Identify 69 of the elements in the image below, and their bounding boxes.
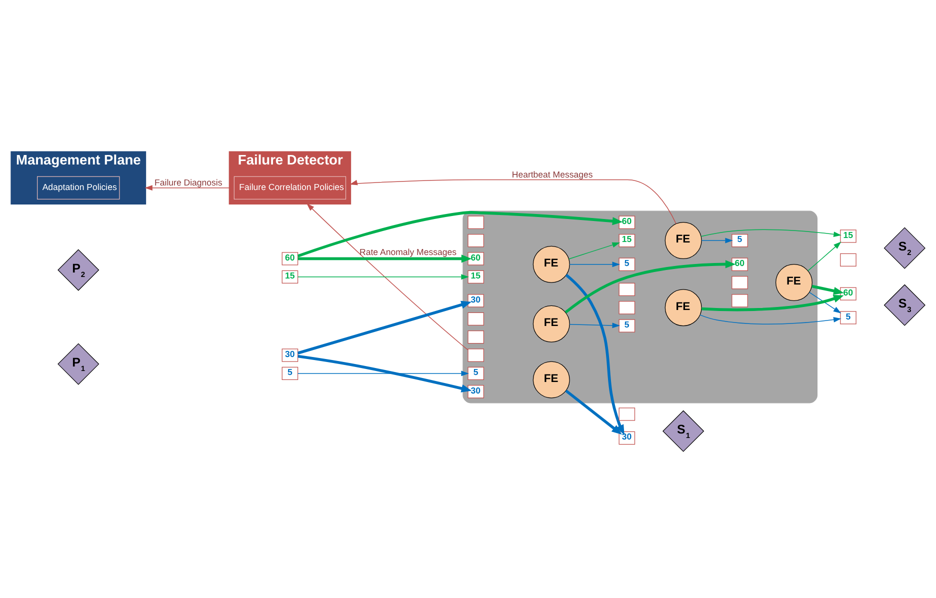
arrow [297,210,623,258]
node-box [468,348,484,362]
arrow [569,322,620,328]
node-box: 5 [618,258,636,271]
node-circle: FE [532,305,570,342]
arrow [350,179,676,224]
node-box [618,301,636,314]
node-box: Adaptation Policies [37,176,120,200]
edge-label: Heartbeat Messages [512,169,593,180]
node-diamond: P$_{1}$ [58,343,100,385]
cluster [462,210,818,404]
node-box: 60 [840,287,856,300]
arrow [306,203,468,350]
node-box: 60 [282,252,298,266]
node-diamond: P$_{2}$ [58,249,100,291]
node-box: 5 [840,311,856,324]
arrow [144,185,230,191]
node-box: 60 [732,258,748,271]
arrow [700,229,842,237]
node-box [468,234,484,248]
edge-label: Failure Diagnosis [154,178,222,188]
node-box: 15 [840,230,856,243]
node-box: 15 [468,270,484,284]
arrow [298,354,472,392]
node-circle: FE [532,361,570,398]
node-box: 5 [468,366,484,380]
arrow [701,238,733,244]
arrow [812,284,844,295]
node-box: 5 [618,319,636,332]
arrow [702,294,844,312]
arrow [565,274,624,436]
arrow [569,262,620,268]
arrow [297,370,469,376]
node-circle: FE [664,222,702,260]
node-circle: FE [532,246,570,283]
node-box [732,276,748,290]
node-box: 60 [468,252,484,266]
arrow [297,300,472,354]
arrow [565,390,622,435]
node-box: Failure Correlation Policies [234,176,346,200]
node-box: 60 [618,216,636,229]
node-box: 30 [468,294,484,308]
node-box [840,253,856,267]
arrow [297,274,469,280]
arrow [568,242,620,260]
node-circle: FE [776,264,812,302]
arrow [564,260,736,314]
arrow [809,292,842,314]
node-box [618,282,636,296]
node-circle: FE [664,289,702,326]
node-box: 30 [618,431,636,445]
node-box: 30 [282,348,298,362]
node-box: 15 [282,270,298,284]
node-box: 30 [468,385,484,398]
arrow [700,314,842,325]
node-box: 15 [618,234,636,248]
node-box [468,312,484,326]
arrow [298,254,472,263]
node-box [468,216,484,229]
node-diamond: S$_{2}$ [884,227,926,269]
node-box: 5 [732,234,748,248]
arrow [808,242,842,272]
node-box [732,294,748,308]
edge-label: Rate Anomaly Messages [360,247,457,258]
node-box [468,330,484,344]
node-box: 5 [282,366,298,380]
node-diamond: S$_{3}$ [884,284,926,326]
node-diamond: S$_{1}$ [662,410,704,452]
node-box [618,408,636,421]
